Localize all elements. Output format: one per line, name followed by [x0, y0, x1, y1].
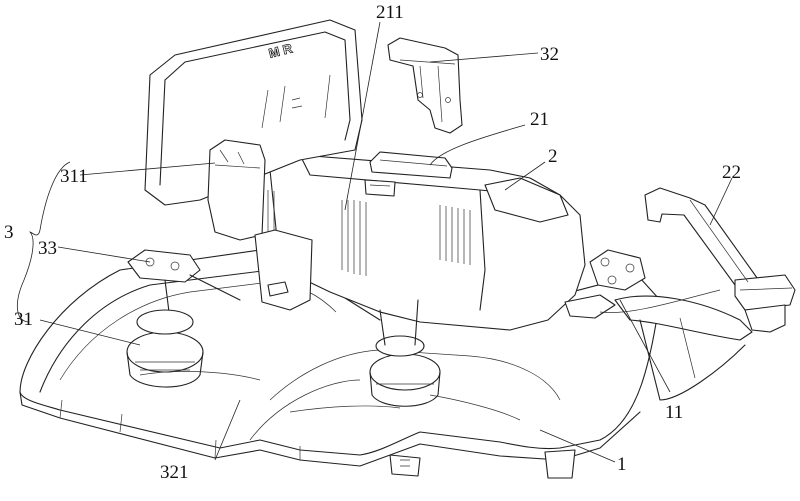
label-2: 2	[548, 146, 558, 167]
display-holder: M R	[144, 19, 363, 311]
motor-right	[564, 249, 646, 319]
label-32: 311	[60, 166, 88, 187]
label-211: 211	[376, 2, 404, 23]
label-33: 33	[38, 238, 57, 259]
label-3: 3	[4, 222, 14, 243]
label-321: 32	[540, 44, 559, 65]
leader-21	[429, 124, 526, 166]
label-1: 1	[617, 454, 627, 475]
mount-base	[127, 249, 289, 321]
leader-22	[709, 177, 733, 226]
handle-bracket	[644, 187, 796, 333]
leader-2	[504, 161, 546, 191]
motor-left	[126, 309, 204, 388]
leader-321	[429, 52, 539, 63]
leader-32	[79, 162, 216, 176]
propellers	[139, 289, 721, 421]
leader-11	[619, 299, 671, 393]
label-21: 21	[530, 109, 549, 130]
leader-33	[57, 246, 151, 263]
leader-lines	[16, 21, 733, 463]
leader-1	[539, 429, 616, 463]
leader-311	[214, 399, 241, 461]
clip	[387, 37, 463, 134]
label-31: 31	[14, 309, 33, 330]
frame-arm	[614, 295, 753, 401]
label-11: 11	[665, 402, 683, 423]
labels: 211 32 21 2 22 311 3 33 31 321 11 1	[4, 2, 741, 483]
embossed-text: M R	[267, 40, 294, 60]
leader-31	[39, 319, 141, 346]
leader-211	[344, 21, 381, 211]
label-22: 22	[722, 162, 741, 183]
body	[261, 151, 586, 331]
label-311: 321	[160, 462, 189, 483]
brace-3	[16, 161, 71, 323]
